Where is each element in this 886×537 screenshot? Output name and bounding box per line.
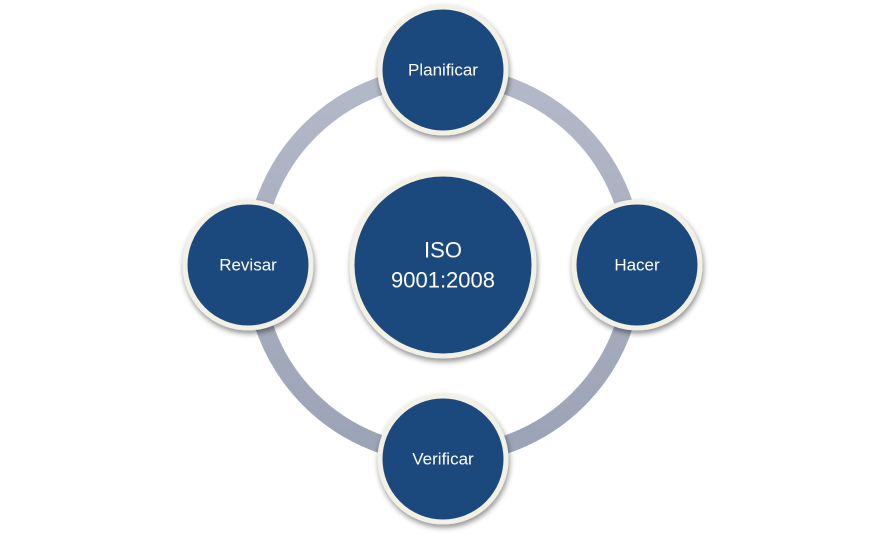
node-verificar-label: Verificar	[412, 450, 474, 469]
node-verificar	[377, 393, 509, 525]
node-planificar-label: Planificar	[408, 61, 478, 80]
center-node-circle	[349, 171, 537, 359]
node-revisar	[182, 199, 314, 331]
node-hacer-circle	[571, 199, 703, 331]
node-hacer-label: Hacer	[614, 256, 660, 275]
center-node	[349, 171, 537, 359]
center-label-line2: 9001:2008	[391, 268, 495, 293]
center-label-line1: ISO	[424, 238, 462, 263]
node-revisar-label: Revisar	[219, 256, 277, 275]
node-hacer	[571, 199, 703, 331]
node-verificar-circle	[377, 393, 509, 525]
node-planificar	[377, 4, 509, 136]
node-planificar-circle	[377, 4, 509, 136]
node-revisar-circle	[182, 199, 314, 331]
